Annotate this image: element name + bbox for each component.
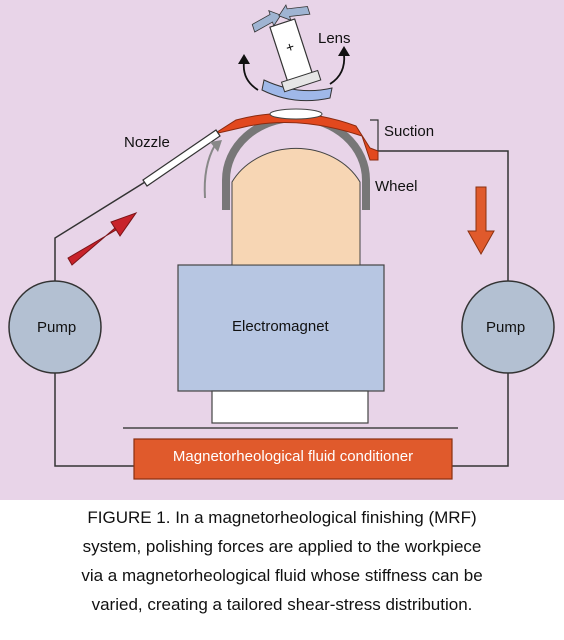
pipe-left-up bbox=[54, 181, 146, 288]
nozzle-label: Nozzle bbox=[124, 134, 170, 151]
mrf-diagram: + Lens Nozzle Suction Wheel Pump Pump El… bbox=[0, 0, 564, 500]
lens-element bbox=[261, 79, 333, 102]
wheel-rotation-arrowhead bbox=[210, 140, 222, 152]
nozzle bbox=[142, 129, 221, 187]
caption-line: varied, creating a tailored shear-stress… bbox=[91, 595, 473, 614]
rotation-arrowhead-left bbox=[238, 54, 250, 64]
pump-right-label: Pump bbox=[486, 319, 526, 336]
rotation-arrowhead-right bbox=[338, 46, 350, 56]
pipe-right-return bbox=[452, 372, 509, 467]
caption-line: via a magnetorheological fluid whose sti… bbox=[81, 566, 483, 585]
caption-line: system, polishing forces are applied to … bbox=[82, 537, 482, 556]
fluid-conditioner bbox=[133, 438, 453, 480]
pump-left-label: Pump bbox=[37, 319, 77, 336]
diagram-canvas: + bbox=[8, 4, 555, 480]
flow-arrow-up-left bbox=[67, 211, 138, 266]
figure-caption: FIGURE 1. In a magnetorheological finish… bbox=[0, 503, 564, 619]
pipe-right-down bbox=[378, 150, 509, 288]
suction-label: Suction bbox=[384, 123, 435, 140]
pump-right bbox=[461, 280, 555, 374]
flow-arrow-down-right bbox=[467, 186, 495, 256]
pump-left bbox=[8, 280, 102, 374]
electromagnet-label: Electromagnet bbox=[232, 318, 329, 335]
lens-contact bbox=[269, 108, 323, 120]
electromagnet-block bbox=[177, 264, 385, 392]
lens-holder-icon: + bbox=[251, 4, 322, 93]
caption-line: FIGURE 1. In a magnetorheological finish… bbox=[87, 508, 477, 527]
lens-label: Lens bbox=[318, 30, 351, 47]
wheel-body bbox=[231, 147, 361, 266]
conditioner-label: Magnetorheological fluid conditioner bbox=[172, 448, 414, 465]
suction-bracket bbox=[370, 119, 379, 151]
wheel-label: Wheel bbox=[375, 178, 418, 195]
magnet-base bbox=[211, 390, 369, 424]
wheel-rotation-arrow bbox=[203, 144, 216, 199]
rotation-arrows-icon bbox=[242, 53, 346, 91]
